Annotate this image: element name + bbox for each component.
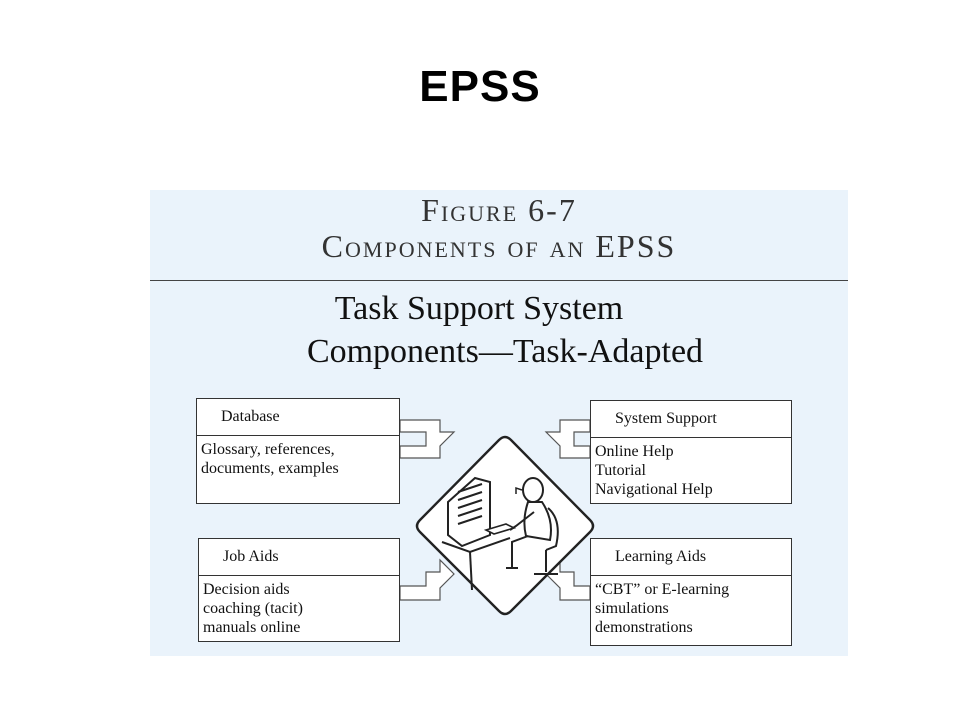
system-support-box: System Support Online Help Tutorial Navi… (590, 400, 792, 504)
learning-aids-item: simulations (595, 600, 669, 617)
diagram-heading-line2: Components—Task-Adapted (306, 333, 704, 370)
database-box: Database Glossary, references, documents… (196, 398, 400, 504)
user-at-computer-icon (415, 435, 595, 616)
arrow-center-to-job-aids (399, 558, 455, 601)
arrow-center-to-learning-aids (545, 558, 591, 601)
figure-caption: Components of an EPSS (321, 228, 677, 264)
database-item: documents, examples (201, 460, 339, 477)
arrow-system-support-to-center (544, 419, 591, 459)
job-aids-items: Decision aids coaching (tacit) manuals o… (199, 576, 399, 637)
database-items: Glossary, references, documents, example… (197, 436, 399, 478)
job-aids-box: Job Aids Decision aids coaching (tacit) … (198, 538, 400, 642)
learning-aids-item: “CBT” or E-learning (595, 581, 730, 598)
database-title: Database (197, 399, 399, 436)
system-support-title: System Support (591, 401, 791, 438)
system-support-item: Tutorial (595, 462, 646, 479)
system-support-item: Navigational Help (595, 481, 713, 498)
job-aids-item: manuals online (203, 619, 301, 636)
slide-title: EPSS (419, 62, 541, 111)
arrow-database-to-center (399, 419, 456, 459)
system-support-item: Online Help (595, 443, 674, 460)
arrows (399, 419, 591, 601)
diagram-heading-line1: Task Support System (334, 290, 624, 327)
system-support-items: Online Help Tutorial Navigational Help (591, 438, 791, 499)
figure-panel: Figure 6-7 Components of an EPSS Task Su… (150, 190, 848, 656)
figure-header: Figure 6-7 Components of an EPSS (150, 190, 848, 281)
diagram-graphics (399, 419, 595, 616)
learning-aids-box: Learning Aids “CBT” or E-learning simula… (590, 538, 792, 646)
job-aids-item: Decision aids (203, 581, 290, 598)
figure-label: Figure 6-7 (421, 192, 577, 228)
job-aids-item: coaching (tacit) (203, 600, 303, 617)
job-aids-title: Job Aids (199, 539, 399, 576)
learning-aids-items: “CBT” or E-learning simulations demonstr… (591, 576, 791, 637)
learning-aids-item: demonstrations (595, 619, 693, 636)
database-item: Glossary, references, (201, 441, 335, 458)
learning-aids-title: Learning Aids (591, 539, 791, 576)
